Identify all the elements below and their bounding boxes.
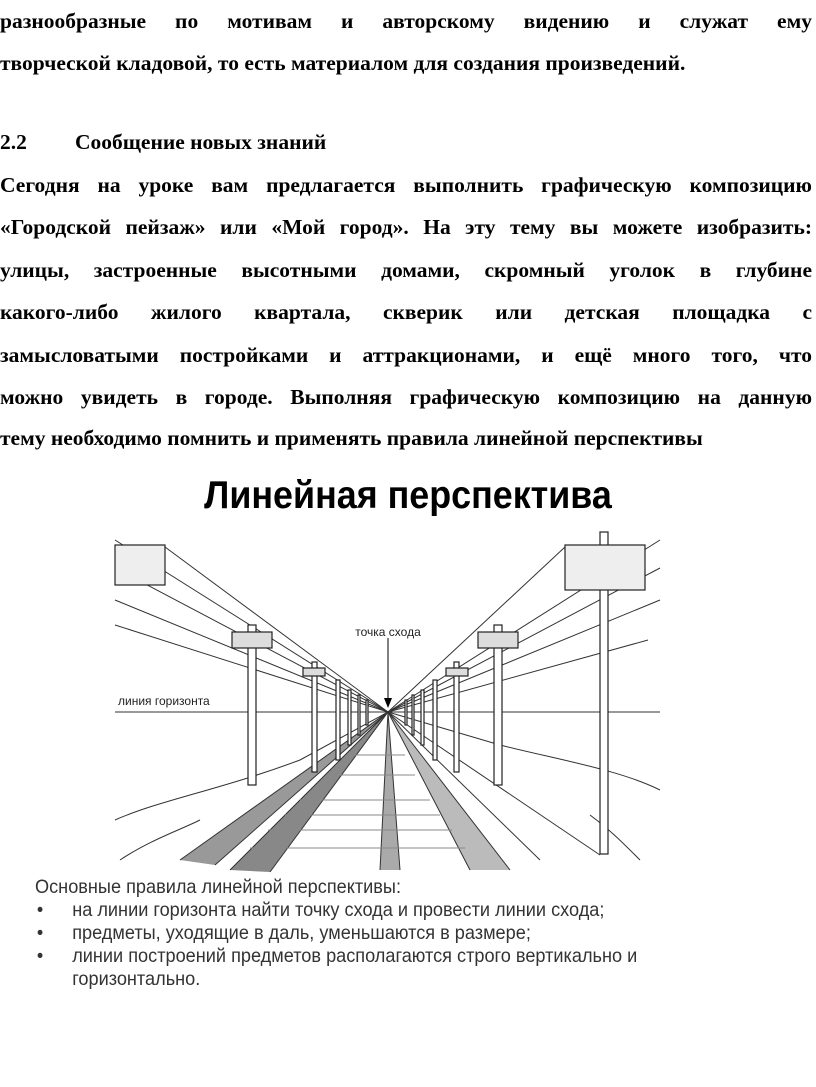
rule-item: на линии горизонта найти точку схода и п… bbox=[35, 899, 742, 922]
rule-item: линии построений предметов располагаются… bbox=[35, 945, 742, 991]
section-title: Сообщение новых знаний bbox=[75, 130, 327, 154]
intro-line: разнообразные по мотивам и авторскому ви… bbox=[0, 9, 812, 33]
vanishing-point-label: точка схода bbox=[355, 625, 421, 639]
section-heading: 2.2 Сообщение новых знаний bbox=[0, 121, 326, 163]
paragraph-line: замысловатыми постройками и аттракционам… bbox=[0, 343, 812, 367]
perspective-rules: Основные правила линейной перспективы: н… bbox=[35, 876, 742, 991]
horizon-label: линия горизонта bbox=[118, 694, 210, 708]
intro-line: творческой кладовой, то есть материалом … bbox=[0, 51, 686, 75]
paragraph-line: тему необходимо помнить и применять прав… bbox=[0, 426, 703, 450]
rules-heading: Основные правила линейной перспективы: bbox=[35, 876, 402, 898]
paragraph-line: улицы, застроенные высотными домами, скр… bbox=[0, 258, 812, 282]
section-number: 2.2 bbox=[0, 130, 27, 154]
paragraph-line: Сегодня на уроке вам предлагается выполн… bbox=[0, 173, 812, 197]
figure-title: Линейная перспектива bbox=[204, 474, 612, 517]
rules-list: на линии горизонта найти точку схода и п… bbox=[35, 899, 742, 991]
paragraph-line: «Городской пейзаж» или «Мой город». На э… bbox=[0, 215, 812, 239]
paragraph-line: какого-либо жилого квартала, скверик или… bbox=[0, 300, 812, 324]
rule-item: предметы, уходящие в даль, уменьшаются в… bbox=[35, 922, 742, 945]
arrow-head-icon bbox=[384, 698, 392, 708]
paragraph-line: можно увидеть в городе. Выполняя графиче… bbox=[0, 385, 812, 409]
